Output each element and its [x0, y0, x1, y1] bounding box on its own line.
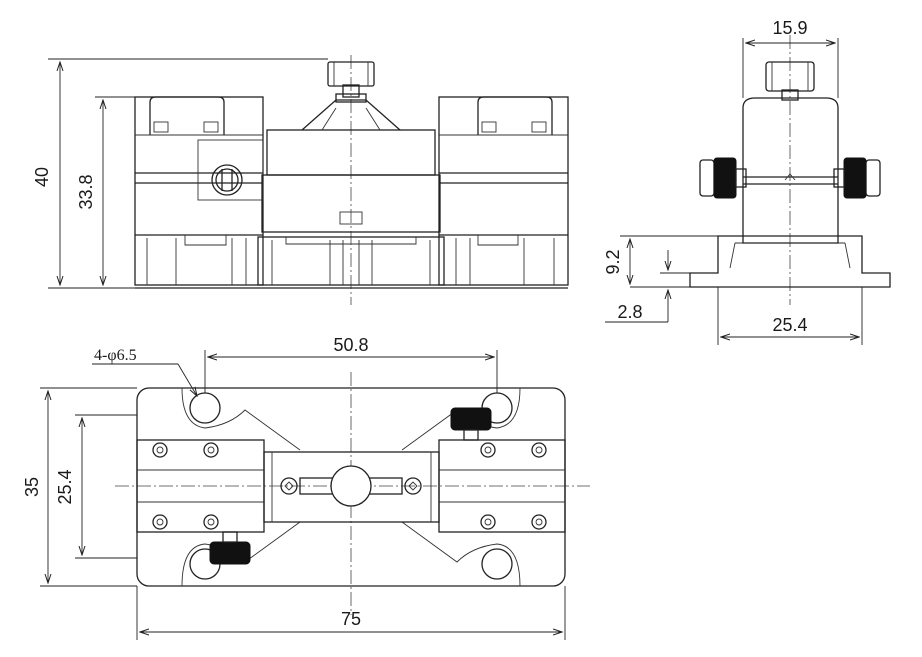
- dim-plan-width-overall: 75: [341, 609, 361, 629]
- side-view: [605, 35, 891, 345]
- dim-side-base-thickness: 2.8: [617, 302, 642, 322]
- dim-side-height-mount: 9.2: [603, 249, 623, 274]
- dim-front-height-overall: 40: [32, 167, 52, 187]
- plan-view: [40, 350, 590, 640]
- dim-front-height-body: 33.8: [76, 174, 96, 209]
- dim-side-width-top: 15.9: [772, 18, 807, 38]
- dim-plan-hole-spacing: 50.8: [333, 335, 368, 355]
- dim-side-base-width: 25.4: [772, 315, 807, 335]
- dim-plan-height-overall: 35: [22, 477, 42, 497]
- front-view: [48, 55, 569, 305]
- dim-plan-height-inner: 25.4: [55, 469, 75, 504]
- dim-plan-hole-callout: 4-φ6.5: [94, 347, 137, 364]
